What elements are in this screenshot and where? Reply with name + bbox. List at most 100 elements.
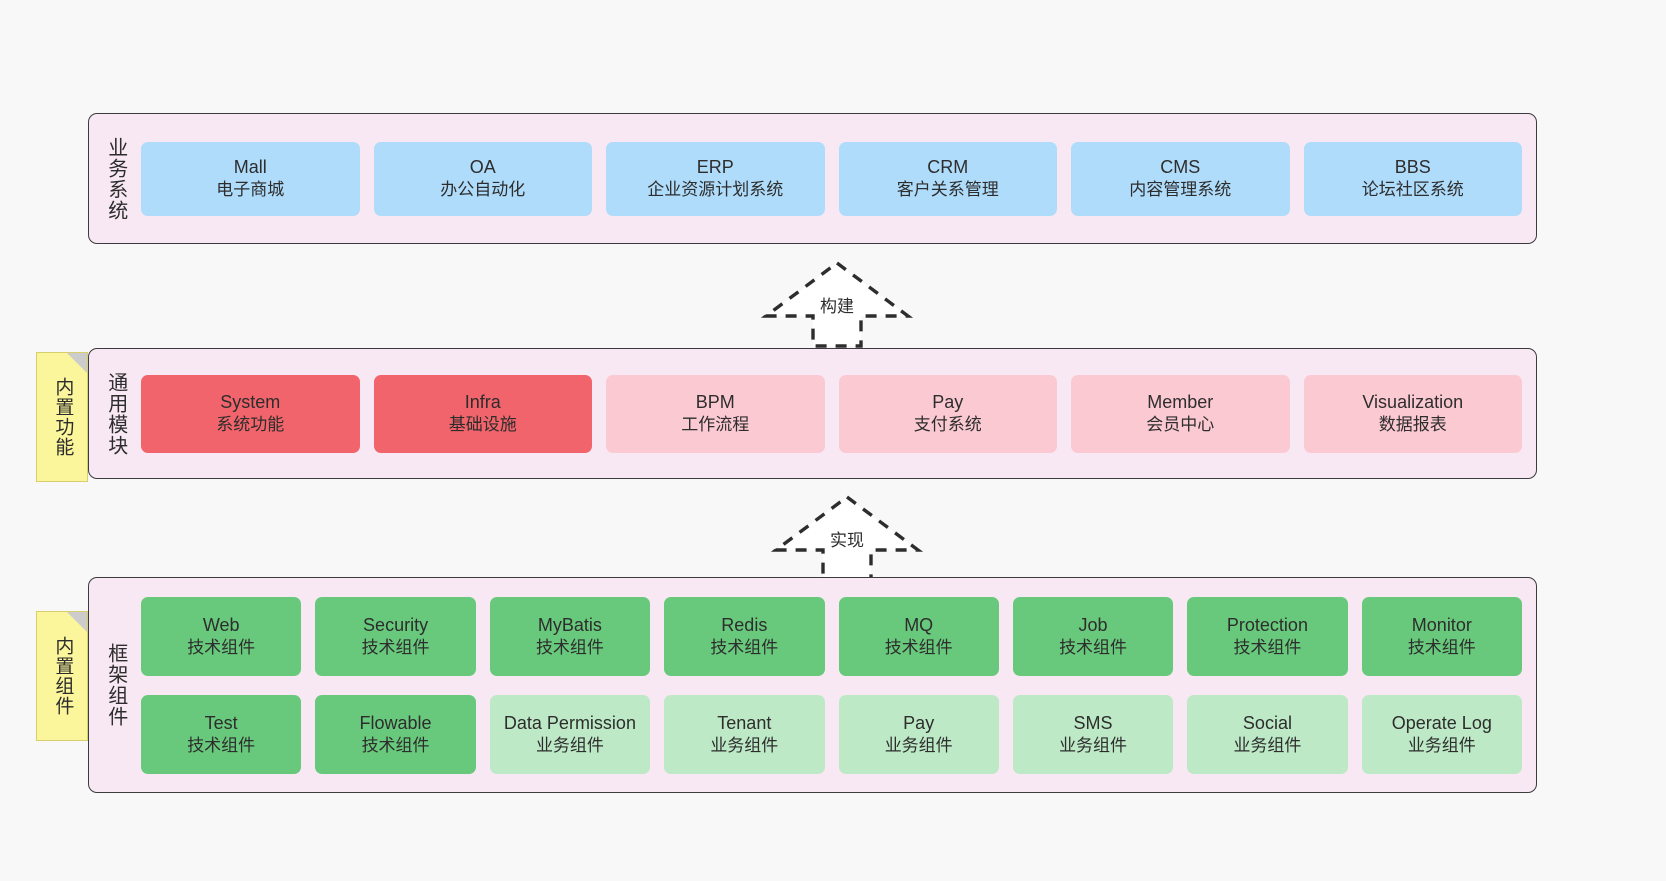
card-web[interactable]: Web 技术组件 bbox=[141, 596, 302, 676]
card-title: Visualization bbox=[1362, 392, 1464, 413]
framework-biz-row: Test 技术组件 Flowable 技术组件 Data Permission … bbox=[141, 694, 1522, 774]
card-mall[interactable]: Mall 电子商城 bbox=[141, 141, 360, 216]
card-desc: 技术组件 bbox=[361, 735, 430, 755]
card-title: MQ bbox=[904, 614, 934, 635]
connector-implement-label: 实现 bbox=[830, 531, 864, 550]
card-title: OA bbox=[469, 157, 496, 178]
card-desc: 业务组件 bbox=[1407, 735, 1476, 755]
card-desc: 论坛社区系统 bbox=[1361, 180, 1464, 200]
card-crm[interactable]: CRM 客户关系管理 bbox=[838, 141, 1057, 216]
card-data-permission[interactable]: Data Permission 业务组件 bbox=[489, 694, 651, 774]
card-desc: 技术组件 bbox=[884, 637, 953, 657]
card-pay-component[interactable]: Pay 业务组件 bbox=[838, 694, 999, 774]
card-desc: 办公自动化 bbox=[440, 180, 526, 200]
layer-body-business: Mall 电子商城 OA 办公自动化 ERP 企业资源计划系统 CRM 客户关系… bbox=[141, 114, 1536, 243]
card-desc: 工作流程 bbox=[681, 415, 750, 435]
layer-framework-component: 框架组件 Web 技术组件 Security 技术组件 MyBatis 技术组件… bbox=[88, 577, 1537, 793]
card-title: CMS bbox=[1160, 157, 1201, 178]
card-bbs[interactable]: BBS 论坛社区系统 bbox=[1303, 141, 1522, 216]
card-desc: 基础设施 bbox=[448, 415, 517, 435]
card-member[interactable]: Member 会员中心 bbox=[1071, 374, 1290, 453]
card-title: SMS bbox=[1073, 712, 1113, 733]
card-desc: 技术组件 bbox=[187, 637, 256, 657]
card-operate-log[interactable]: Operate Log 业务组件 bbox=[1361, 694, 1522, 774]
card-tenant[interactable]: Tenant 业务组件 bbox=[664, 694, 825, 774]
layer-title-framework: 框架组件 bbox=[104, 643, 127, 727]
card-title: System bbox=[220, 392, 281, 413]
card-title: BBS bbox=[1394, 157, 1431, 178]
card-system[interactable]: System 系统功能 bbox=[141, 374, 360, 453]
card-desc: 技术组件 bbox=[187, 735, 256, 755]
dashed-hollow-arrow-icon bbox=[760, 260, 914, 348]
card-desc: 技术组件 bbox=[361, 637, 430, 657]
card-title: Security bbox=[363, 614, 429, 635]
card-desc: 系统功能 bbox=[216, 415, 285, 435]
layer-body-common: System 系统功能 Infra 基础设施 BPM 工作流程 Pay 支付系统… bbox=[141, 349, 1536, 478]
card-title: Social bbox=[1242, 712, 1292, 733]
card-title: Redis bbox=[721, 614, 768, 635]
layer-title-business: 业务系统 bbox=[104, 136, 127, 221]
card-mybatis[interactable]: MyBatis 技术组件 bbox=[489, 596, 651, 676]
card-protection[interactable]: Protection 技术组件 bbox=[1187, 596, 1348, 676]
card-title: BPM bbox=[695, 392, 735, 413]
card-desc: 技术组件 bbox=[1059, 637, 1128, 657]
card-title: Web bbox=[202, 614, 240, 635]
card-sms[interactable]: SMS 业务组件 bbox=[1012, 694, 1174, 774]
card-desc: 企业资源计划系统 bbox=[647, 180, 784, 200]
card-redis[interactable]: Redis 技术组件 bbox=[664, 596, 825, 676]
card-oa[interactable]: OA 办公自动化 bbox=[373, 141, 592, 216]
card-title: ERP bbox=[696, 157, 734, 178]
card-desc: 业务组件 bbox=[1233, 735, 1302, 755]
card-job[interactable]: Job 技术组件 bbox=[1012, 596, 1174, 676]
card-monitor[interactable]: Monitor 技术组件 bbox=[1361, 596, 1522, 676]
card-desc: 业务组件 bbox=[884, 735, 953, 755]
card-desc: 内容管理系统 bbox=[1129, 180, 1232, 200]
card-flowable[interactable]: Flowable 技术组件 bbox=[315, 694, 476, 774]
card-desc: 业务组件 bbox=[710, 735, 779, 755]
common-card-row: System 系统功能 Infra 基础设施 BPM 工作流程 Pay 支付系统… bbox=[141, 374, 1522, 453]
card-pay-module[interactable]: Pay 支付系统 bbox=[838, 374, 1057, 453]
card-desc: 电子商城 bbox=[216, 180, 285, 200]
card-cms[interactable]: CMS 内容管理系统 bbox=[1071, 141, 1290, 216]
card-title: Monitor bbox=[1411, 614, 1472, 635]
card-desc: 技术组件 bbox=[1407, 637, 1476, 657]
card-title: Infra bbox=[464, 392, 501, 413]
layer-business-system: 业务系统 Mall 电子商城 OA 办公自动化 ERP 企业资源计划系统 CRM… bbox=[88, 113, 1537, 244]
card-title: Data Permission bbox=[503, 712, 636, 733]
card-security[interactable]: Security 技术组件 bbox=[315, 596, 476, 676]
connector-implement-arrow: 实现 bbox=[770, 492, 924, 584]
connector-build-label: 构建 bbox=[820, 297, 854, 316]
card-title: Test bbox=[204, 712, 238, 733]
connector-build-arrow: 构建 bbox=[760, 258, 914, 350]
layer-body-framework: Web 技术组件 Security 技术组件 MyBatis 技术组件 Redi… bbox=[141, 578, 1536, 792]
card-test[interactable]: Test 技术组件 bbox=[141, 694, 302, 774]
card-desc: 支付系统 bbox=[913, 415, 982, 435]
card-title: CRM bbox=[927, 157, 969, 178]
card-title: Protection bbox=[1226, 614, 1308, 635]
card-infra[interactable]: Infra 基础设施 bbox=[373, 374, 592, 453]
card-desc: 客户关系管理 bbox=[896, 180, 999, 200]
card-title: Flowable bbox=[359, 712, 432, 733]
card-bpm[interactable]: BPM 工作流程 bbox=[606, 374, 825, 453]
business-card-row: Mall 电子商城 OA 办公自动化 ERP 企业资源计划系统 CRM 客户关系… bbox=[141, 141, 1522, 216]
layer-common-module: 通用模块 System 系统功能 Infra 基础设施 BPM 工作流程 Pay… bbox=[88, 348, 1537, 479]
framework-tech-row: Web 技术组件 Security 技术组件 MyBatis 技术组件 Redi… bbox=[141, 596, 1522, 676]
card-desc: 技术组件 bbox=[710, 637, 779, 657]
card-title: Tenant bbox=[717, 712, 772, 733]
card-erp[interactable]: ERP 企业资源计划系统 bbox=[606, 141, 825, 216]
note-label: 内置组件 bbox=[52, 636, 74, 716]
card-mq[interactable]: MQ 技术组件 bbox=[838, 596, 999, 676]
card-visualization[interactable]: Visualization 数据报表 bbox=[1303, 374, 1522, 453]
note-builtin-function: 内置功能 bbox=[36, 352, 88, 482]
card-title: Operate Log bbox=[1391, 712, 1492, 733]
card-social[interactable]: Social 业务组件 bbox=[1187, 694, 1348, 774]
card-desc: 会员中心 bbox=[1146, 415, 1215, 435]
note-label: 内置功能 bbox=[52, 377, 74, 457]
card-desc: 技术组件 bbox=[1233, 637, 1302, 657]
card-title: MyBatis bbox=[537, 614, 602, 635]
card-desc: 技术组件 bbox=[535, 637, 604, 657]
card-desc: 业务组件 bbox=[1059, 735, 1128, 755]
card-title: Pay bbox=[903, 712, 935, 733]
card-title: Mall bbox=[233, 157, 267, 178]
